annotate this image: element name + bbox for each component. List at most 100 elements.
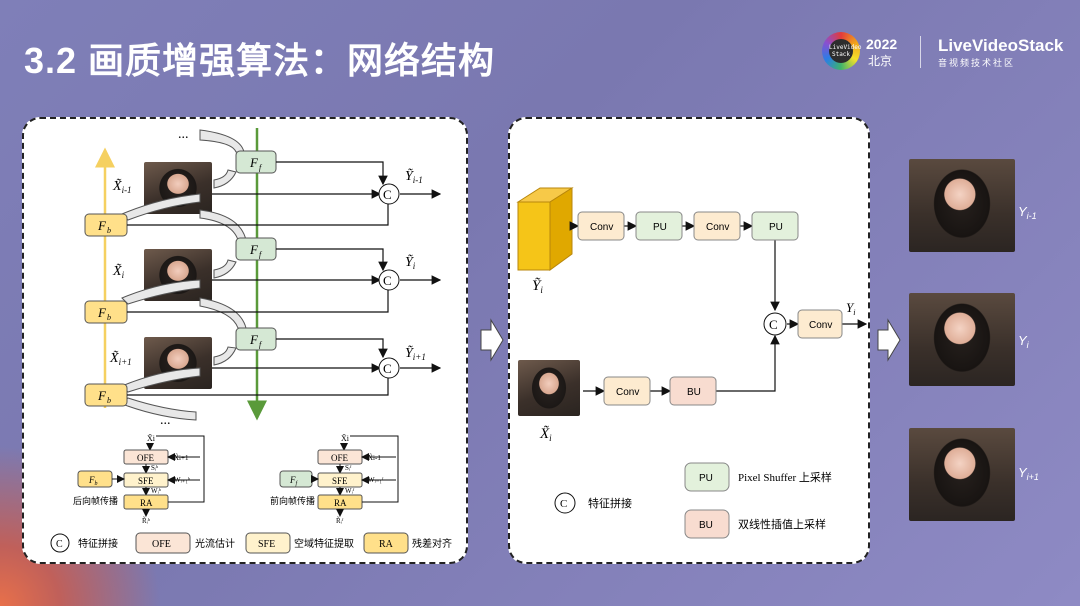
brand-subtitle: 音视频技术社区 — [938, 58, 1016, 68]
svg-text:BU: BU — [687, 387, 701, 398]
svg-text:BU: BU — [699, 520, 713, 531]
y-label-i-plus-1: Ỹi+1 — [405, 344, 426, 362]
svg-text:PU: PU — [769, 222, 783, 233]
concat-node-3: C — [378, 357, 400, 379]
output-label-i-minus-1: Yi-1 — [1018, 204, 1037, 221]
panel-arrow-2 — [877, 318, 901, 362]
pu-block-2: PU — [751, 211, 799, 241]
svg-text:F: F — [97, 305, 107, 320]
svg-text:Conv: Conv — [616, 387, 639, 398]
flow-arrow — [121, 279, 201, 305]
svg-text:OFE: OFE — [331, 453, 349, 463]
x-label-i-plus-1: X̃i+1 — [109, 350, 132, 367]
brand-name: LiveVideoStack — [938, 36, 1064, 55]
svg-text:Ff: Ff — [289, 475, 299, 487]
feature-cube — [516, 187, 574, 271]
flow-arrow — [199, 129, 245, 153]
logo-text: LiveVideo Stack — [829, 39, 862, 63]
output-label-i: Yi — [1018, 333, 1030, 350]
bottom-ellipsis: ... — [160, 413, 171, 428]
svg-text:C: C — [383, 273, 392, 288]
panel-arrow-1 — [480, 318, 504, 362]
concat-node-right: C — [763, 312, 787, 336]
conv-block-3: Conv — [603, 376, 651, 406]
svg-text:光流估计: 光流估计 — [195, 537, 235, 550]
svg-text:b: b — [107, 226, 111, 235]
svg-text:C: C — [56, 539, 63, 550]
svg-text:F: F — [97, 218, 107, 233]
svg-text:R̃ᵢᵇ: R̃ᵢᵇ — [142, 517, 151, 525]
svg-text:C: C — [383, 361, 392, 376]
svg-text:F: F — [249, 242, 259, 257]
svg-text:Wᵢ₊₁ᵇ: Wᵢ₊₁ᵇ — [174, 476, 191, 484]
conference-logo: LiveVideo Stack — [822, 32, 862, 70]
output-photo-i-minus-1 — [909, 159, 1015, 252]
backward-block-2: F b — [84, 300, 128, 324]
svg-text:RA: RA — [140, 498, 153, 508]
svg-text:f: f — [259, 340, 263, 349]
y-tilde-input-label: Ỹi — [532, 277, 543, 295]
forward-block-2: F f — [235, 237, 277, 261]
svg-text:X̃i: X̃i — [341, 433, 350, 443]
svg-text:PU: PU — [699, 473, 713, 484]
conv-block-1: Conv — [577, 211, 625, 241]
forward-module-detail: X̃i OFE X̃i-1 Sᵢᶠ SFE Wᵢ₋₁ᶠ Wᵢᶠ RA R̃ᵢᶠ … — [270, 433, 399, 525]
svg-text:特征拼接: 特征拼接 — [78, 537, 118, 550]
flow-arrow — [121, 397, 197, 421]
logo-year: 2022 — [866, 36, 898, 52]
svg-text:C: C — [560, 498, 567, 510]
backward-block-1: F b — [84, 213, 128, 237]
flow-arrow — [199, 297, 247, 329]
y-label-i: Ỹi — [405, 253, 416, 271]
svg-text:Pixel Shuffer 上采样: Pixel Shuffer 上采样 — [738, 470, 832, 484]
svg-text:X̃i: X̃i — [147, 433, 156, 443]
svg-text:双线性插值上采样: 双线性插值上采样 — [738, 517, 826, 531]
logo-city: 北京 — [868, 54, 893, 68]
x-label-i-minus-1: X̃i-1 — [112, 178, 132, 195]
svg-text:SFE: SFE — [332, 476, 348, 486]
svg-text:Conv: Conv — [706, 222, 729, 233]
svg-text:Wᵢ₋₁ᶠ: Wᵢ₋₁ᶠ — [368, 476, 384, 484]
svg-text:Fb: Fb — [88, 475, 98, 487]
left-legend: C 特征拼接 OFE 光流估计 SFE 空域特征提取 RA 残差对齐 — [50, 532, 452, 554]
svg-text:Conv: Conv — [590, 222, 613, 233]
output-label-i-plus-1: Yi+1 — [1018, 465, 1039, 482]
svg-text:前向帧传播: 前向帧传播 — [270, 495, 315, 507]
flow-arrow — [213, 259, 237, 279]
svg-text:SFE: SFE — [258, 539, 275, 550]
top-ellipsis: ... — [178, 127, 189, 142]
svg-text:R̃ᵢᶠ: R̃ᵢᶠ — [336, 517, 344, 525]
conv-block-out: Conv — [797, 309, 843, 339]
forward-block-3: F f — [235, 327, 277, 351]
svg-text:C: C — [383, 187, 392, 202]
svg-text:f: f — [259, 163, 263, 172]
pu-block-1: PU — [635, 211, 683, 241]
svg-text:Sᵢᵇ: Sᵢᵇ — [151, 464, 159, 472]
lr-input-photo — [518, 360, 580, 416]
svg-text:RA: RA — [334, 498, 347, 508]
svg-text:特征拼接: 特征拼接 — [588, 496, 632, 510]
backward-module-detail: X̃i OFE X̃i+1 Sᵢᵇ SFE Wᵢ₊₁ᵇ Wᵢᵇ RA R̃ᵢᵇ … — [73, 433, 205, 525]
svg-text:Wᵢᶠ: Wᵢᶠ — [345, 487, 355, 495]
output-photo-i-plus-1 — [909, 428, 1015, 521]
svg-text:Sᵢᶠ: Sᵢᶠ — [345, 464, 352, 472]
flow-arrow — [213, 169, 237, 189]
svg-text:b: b — [107, 396, 111, 405]
x-label-i: X̃i — [112, 263, 125, 280]
flow-arrow — [213, 346, 237, 366]
svg-text:X̃i+1: X̃i+1 — [174, 454, 189, 462]
svg-text:空域特征提取: 空域特征提取 — [294, 537, 354, 550]
bu-block: BU — [669, 376, 717, 406]
svg-text:OFE: OFE — [152, 539, 171, 550]
y-label-i-minus-1: Ỹi-1 — [405, 167, 423, 185]
svg-text:F: F — [97, 388, 107, 403]
backward-block-3: F b — [84, 383, 128, 407]
concat-node-2: C — [378, 269, 400, 291]
svg-text:F: F — [249, 332, 259, 347]
conv-block-2: Conv — [693, 211, 741, 241]
svg-text:RA: RA — [379, 539, 394, 550]
svg-text:C: C — [769, 317, 778, 332]
svg-text:X̃i-1: X̃i-1 — [368, 454, 381, 462]
concat-node-1: C — [378, 183, 400, 205]
